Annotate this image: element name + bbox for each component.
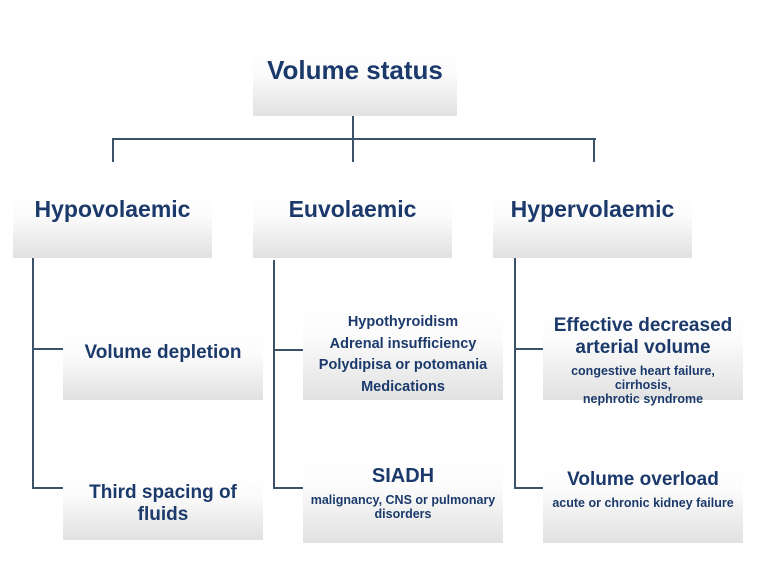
node-edav-subtext-line2: nephrotic syndrome — [582, 392, 704, 406]
node-hypervolaemic-label: Hypervolaemic — [510, 196, 675, 222]
connector-hypervolaemic-stub-1 — [514, 348, 546, 350]
node-volume-overload-label: Volume overload — [567, 469, 719, 490]
node-edav-label-line2: arterial volume — [575, 337, 711, 358]
node-effective-decreased-arterial-volume: Effective decreased arterial volume cong… — [543, 310, 743, 406]
connector-hypervolaemic-trunk — [514, 258, 516, 489]
connector-hypovolaemic-stub-2 — [32, 487, 64, 489]
node-hypovolaemic-label: Hypovolaemic — [34, 196, 191, 222]
connector-left-drop — [112, 138, 114, 162]
connector-euvolaemic-stub-2 — [273, 487, 305, 489]
node-siadh-label: SIADH — [371, 465, 435, 487]
node-hypovolaemic: Hypovolaemic — [13, 195, 212, 258]
connector-euvolaemic-stub-1 — [273, 349, 305, 351]
node-volume-status: Volume status — [253, 52, 457, 116]
node-siadh-subtext-line2: disorders — [374, 507, 432, 521]
node-siadh: SIADH malignancy, CNS or pulmonary disor… — [303, 458, 503, 543]
node-volume-depletion: Volume depletion — [63, 332, 263, 400]
connector-hypovolaemic-stub-1 — [32, 348, 64, 350]
node-volume-status-label: Volume status — [267, 55, 443, 85]
node-volume-overload-subtext: acute or chronic kidney failure — [552, 496, 734, 510]
node-euvolaemic-causes: Hypothyroidism Adrenal insufficiency Pol… — [303, 305, 503, 400]
node-edav-subtext-line1: congestive heart failure, cirrhosis, — [571, 364, 715, 392]
node-third-spacing-label: Third spacing of fluids — [89, 482, 237, 525]
node-siadh-subtext-line1: malignancy, CNS or pulmonary — [310, 493, 496, 507]
connector-hypervolaemic-stub-2 — [514, 487, 546, 489]
cause-adrenal-insufficiency: Adrenal insufficiency — [329, 335, 477, 352]
node-euvolaemic-label: Euvolaemic — [288, 196, 417, 222]
node-euvolaemic: Euvolaemic — [253, 195, 452, 258]
connector-right-drop — [593, 138, 595, 162]
connector-main-horizontal — [112, 138, 596, 140]
node-hypervolaemic: Hypervolaemic — [493, 195, 692, 258]
node-edav-label-line1: Effective decreased — [553, 315, 733, 336]
connector-euvolaemic-trunk — [273, 260, 275, 489]
node-third-spacing: Third spacing of fluids — [63, 472, 263, 540]
connector-hypovolaemic-trunk — [32, 258, 34, 489]
node-volume-depletion-label: Volume depletion — [84, 342, 242, 363]
cause-polydipsia-potomania: Polydipisa or potomania — [318, 357, 488, 373]
node-volume-overload: Volume overload acute or chronic kidney … — [543, 463, 743, 543]
cause-medications: Medications — [361, 378, 445, 395]
cause-hypothyroidism: Hypothyroidism — [347, 314, 459, 330]
